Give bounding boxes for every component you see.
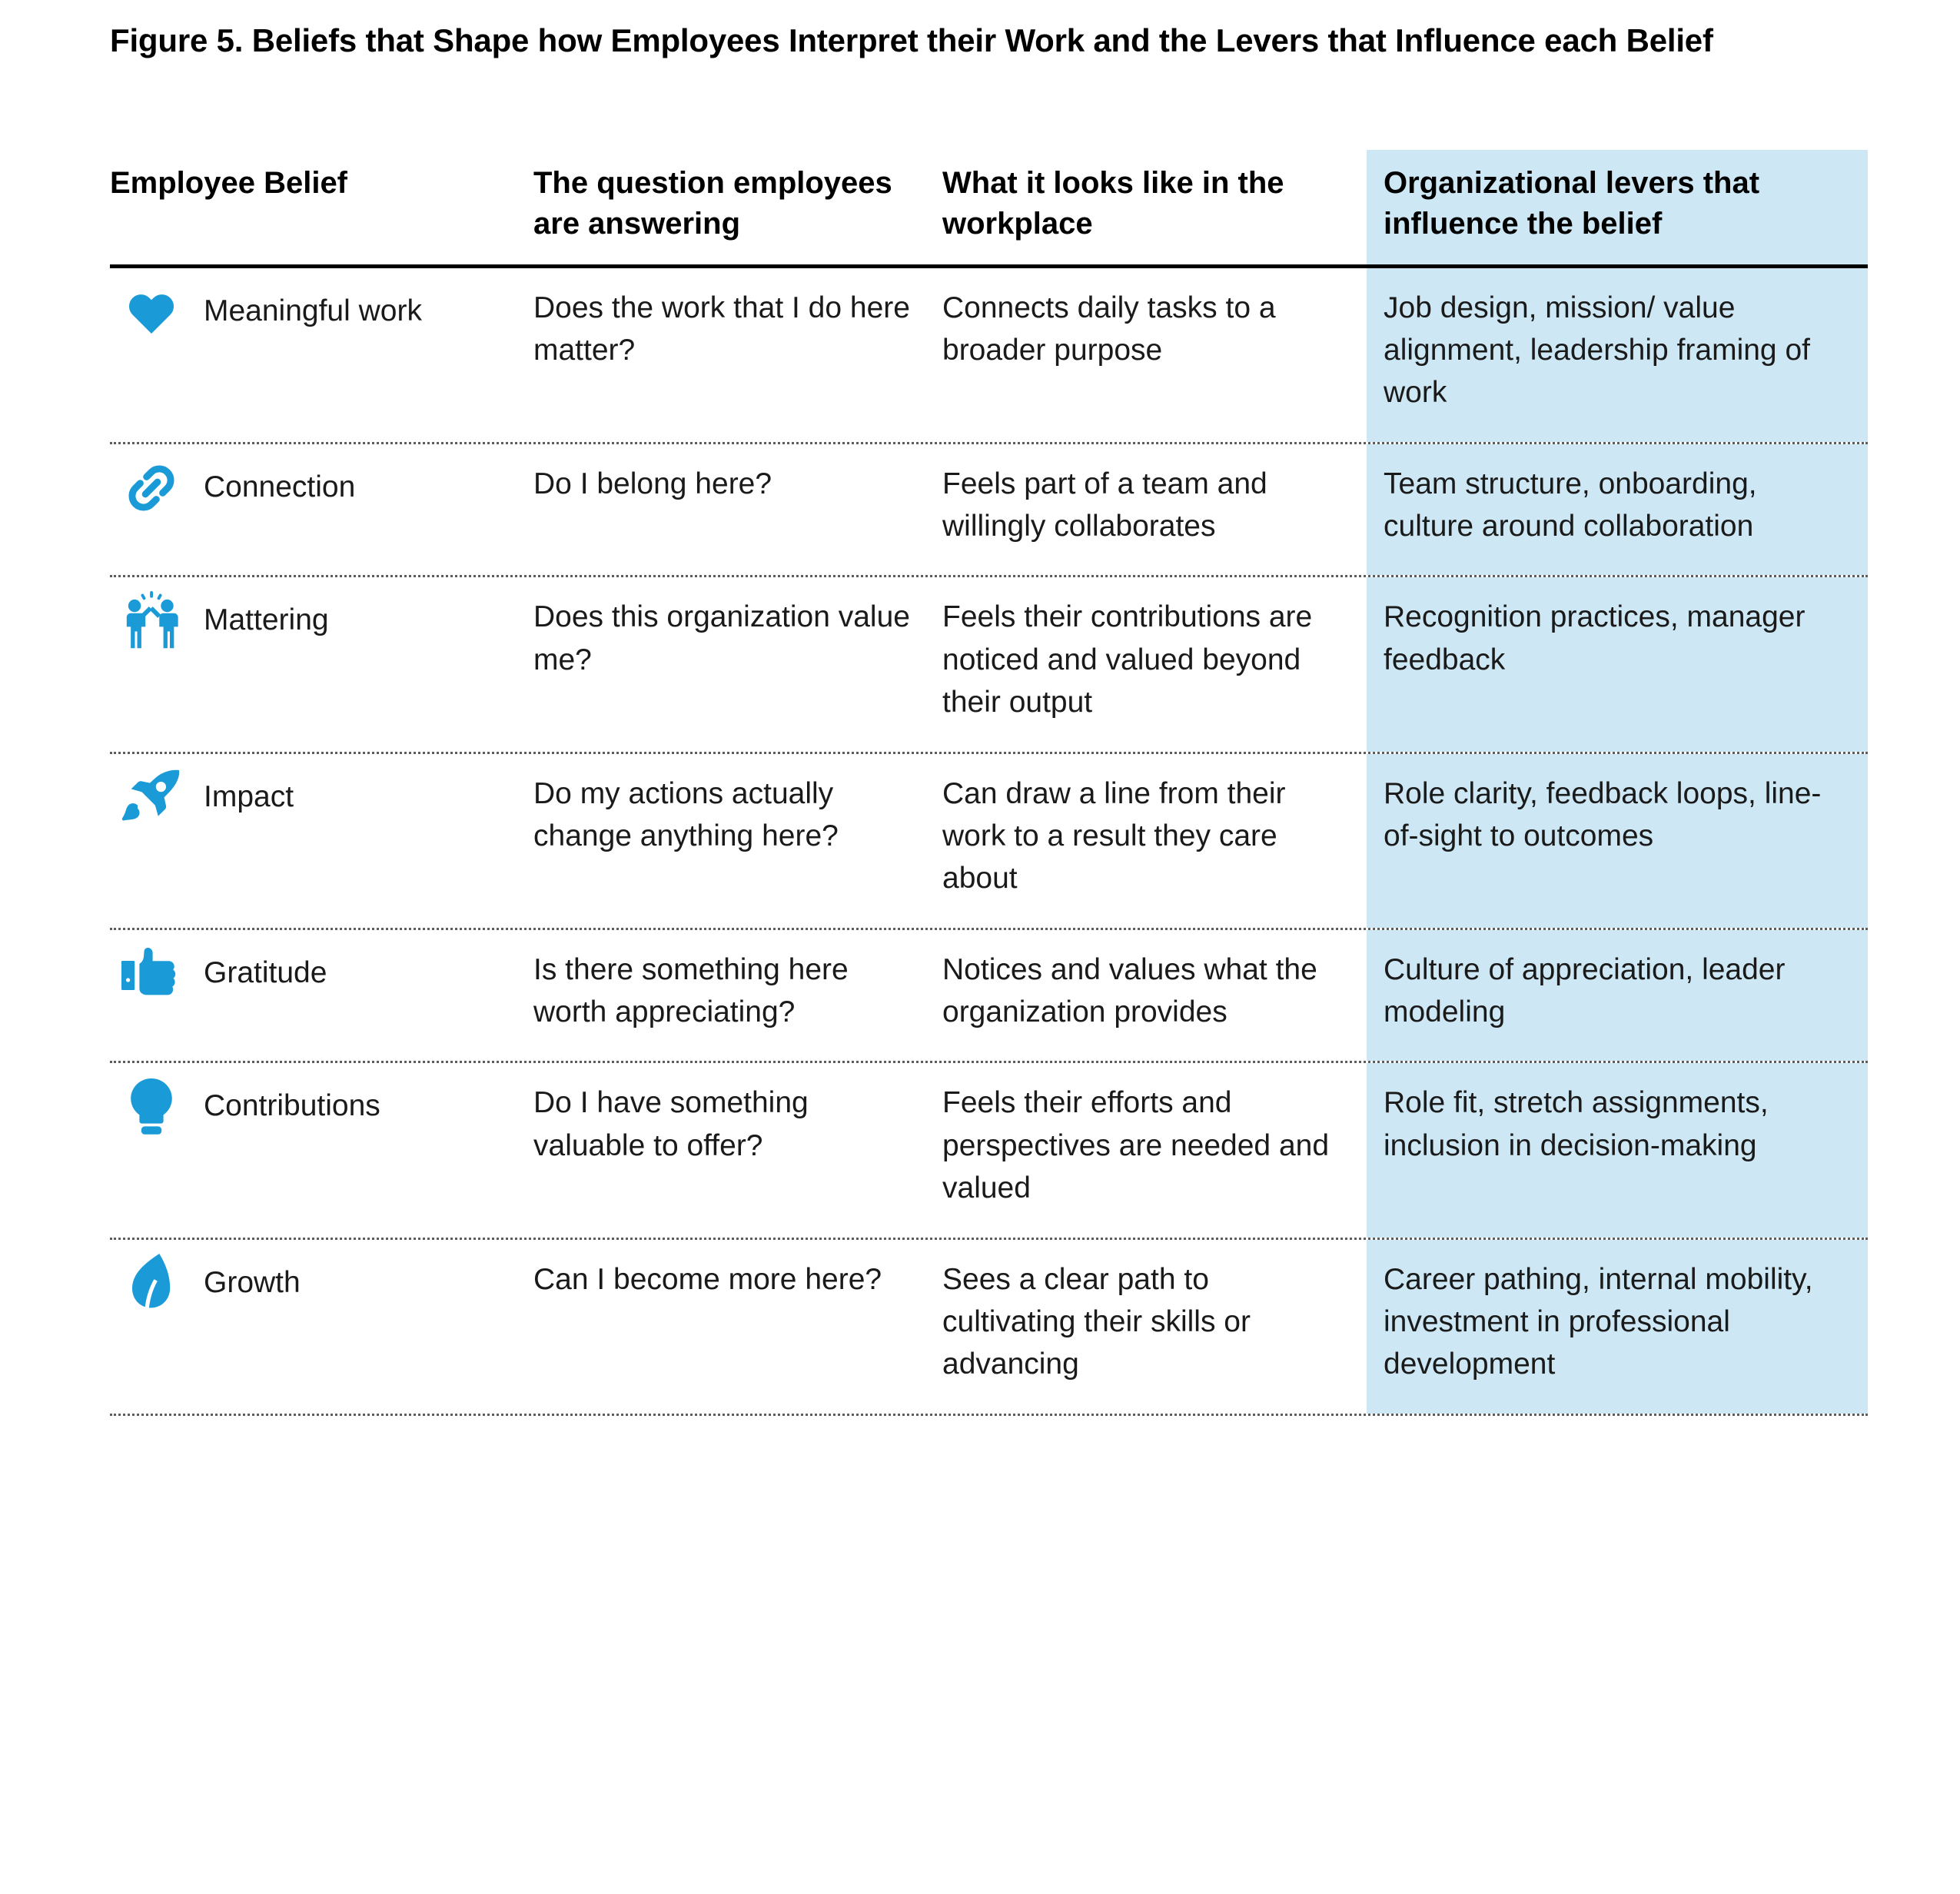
row-divider xyxy=(110,1061,1868,1064)
thumbs-up-icon xyxy=(110,945,193,1002)
belief-cell: Impact xyxy=(110,754,529,928)
table-row: Meaningful work Does the work that I do … xyxy=(110,267,1868,442)
belief-cell: Mattering xyxy=(110,577,529,751)
rocket-icon xyxy=(110,769,193,826)
question-cell: Does the work that I do here matter? xyxy=(533,291,910,367)
beliefs-table: Employee Belief The question employees a… xyxy=(110,150,1868,1416)
row-divider xyxy=(110,751,1868,754)
workplace-cell: Can draw a line from their work to a res… xyxy=(942,776,1286,895)
belief-label: Impact xyxy=(204,779,294,813)
table-row: Growth Can I become more here? Sees a cl… xyxy=(110,1239,1868,1414)
belief-label: Growth xyxy=(204,1265,301,1299)
row-divider xyxy=(110,927,1868,930)
header-divider xyxy=(110,264,1868,268)
levers-cell: Recognition practices, manager feedback xyxy=(1367,577,1868,752)
belief-label: Connection xyxy=(204,470,356,503)
workplace-cell: Feels their efforts and perspectives are… xyxy=(942,1086,1330,1205)
page-title: Figure 5. Beliefs that Shape how Employe… xyxy=(110,22,1713,58)
levers-cell: Culture of appreciation, leader modeling xyxy=(1367,929,1868,1062)
heart-icon xyxy=(110,284,193,341)
question-cell: Do I belong here? xyxy=(533,467,772,500)
levers-cell: Role clarity, feedback loops, line-of-si… xyxy=(1367,753,1868,928)
belief-cell: Contributions xyxy=(110,1063,529,1237)
question-cell: Do I have something valuable to offer? xyxy=(533,1086,809,1162)
row-divider xyxy=(110,1237,1868,1240)
chain-link-icon xyxy=(110,460,193,517)
table-row: Gratitude Is there something here worth … xyxy=(110,929,1868,1062)
workplace-cell: Sees a clear path to cultivating their s… xyxy=(942,1262,1251,1381)
table-row: Impact Do my actions actually change any… xyxy=(110,753,1868,928)
workplace-cell: Feels part of a team and willingly colla… xyxy=(942,467,1267,543)
table-header-row: Employee Belief The question employees a… xyxy=(110,150,1868,264)
question-cell: Can I become more here? xyxy=(533,1262,882,1296)
row-divider xyxy=(110,441,1868,444)
levers-cell: Career pathing, internal mobility, inves… xyxy=(1367,1239,1868,1414)
table-row: Connection Do I belong here? Feels part … xyxy=(110,444,1868,576)
column-header-employee-belief: Employee Belief xyxy=(110,166,348,200)
column-header-workplace: What it looks like in the workplace xyxy=(942,166,1284,241)
leaf-growth-icon xyxy=(110,1253,193,1313)
belief-label: Gratitude xyxy=(204,955,327,989)
workplace-cell: Feels their contributions are noticed an… xyxy=(942,600,1313,719)
belief-label: Mattering xyxy=(204,603,329,637)
high-five-people-icon xyxy=(110,591,193,650)
levers-cell: Role fit, stretch assignments, inclusion… xyxy=(1367,1063,1868,1238)
belief-label: Contributions xyxy=(204,1089,380,1123)
table-row: Mattering Does this organization value m… xyxy=(110,577,1868,752)
table-row: Contributions Do I have something valuab… xyxy=(110,1063,1868,1238)
table-bottom-divider xyxy=(110,1413,1868,1416)
workplace-cell: Connects daily tasks to a broader purpos… xyxy=(942,291,1276,367)
belief-cell: Connection xyxy=(110,444,529,576)
belief-cell: Meaningful work xyxy=(110,268,529,442)
belief-cell: Gratitude xyxy=(110,930,529,1062)
row-divider xyxy=(110,575,1868,578)
question-cell: Is there something here worth appreciati… xyxy=(533,952,849,1029)
belief-cell: Growth xyxy=(110,1240,529,1414)
levers-cell: Team structure, onboarding, culture arou… xyxy=(1367,444,1868,576)
levers-cell: Job design, mission/ value alignment, le… xyxy=(1367,267,1868,442)
column-header-question: The question employees are answering xyxy=(533,166,892,241)
question-cell: Do my actions actually change anything h… xyxy=(533,776,839,852)
belief-label: Meaningful work xyxy=(204,294,422,327)
column-header-levers: Organizational levers that influence the… xyxy=(1367,150,1868,264)
lightbulb-icon xyxy=(110,1078,193,1135)
question-cell: Does this organization value me? xyxy=(533,600,910,676)
workplace-cell: Notices and values what the organization… xyxy=(942,952,1317,1029)
